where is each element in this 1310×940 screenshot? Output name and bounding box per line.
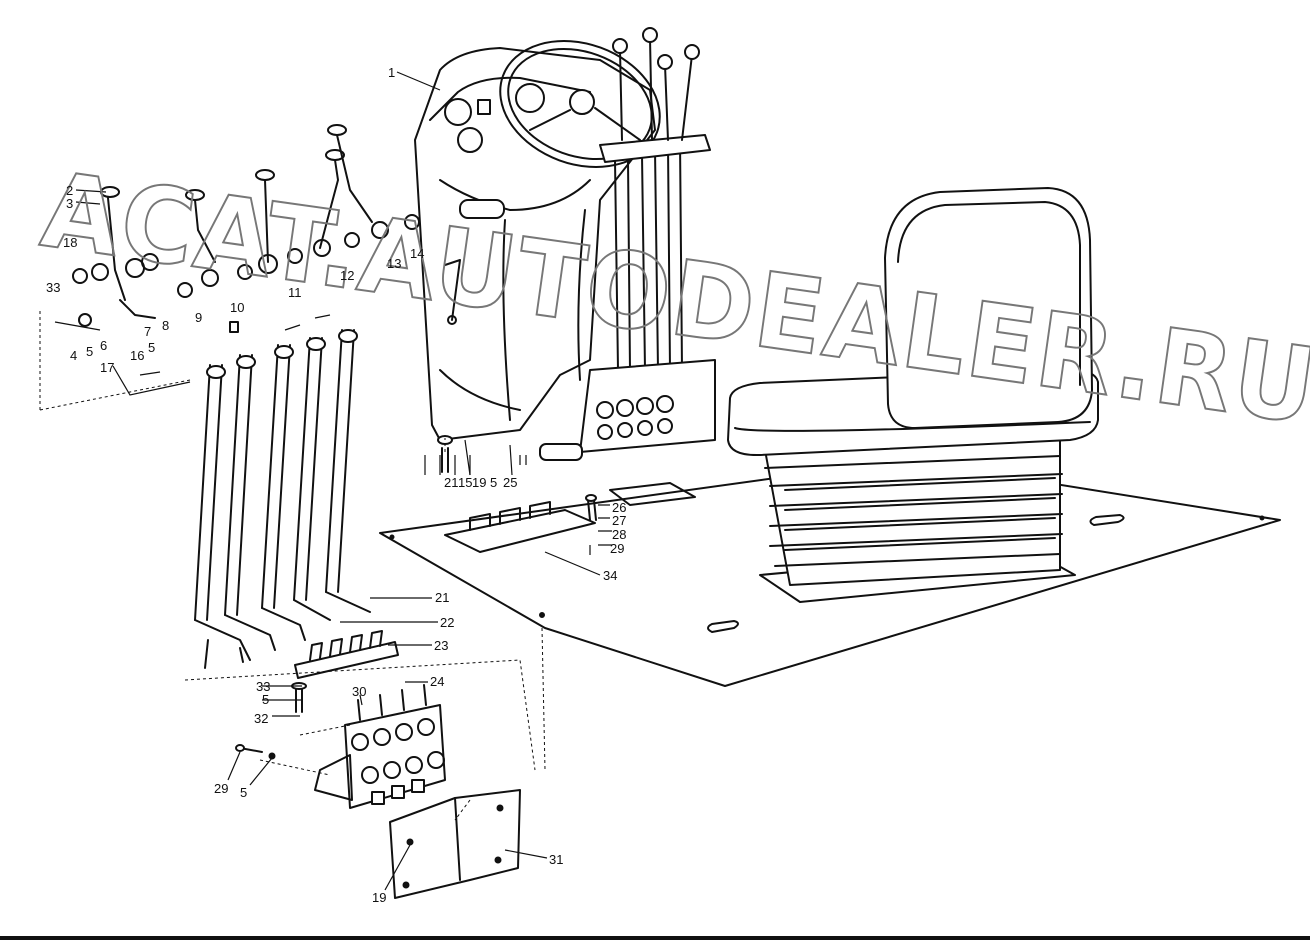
callout-label: 33 — [46, 280, 60, 295]
assembly-lines — [39, 310, 546, 821]
callout-label: 33 — [256, 679, 270, 694]
callout-label: 5 — [240, 785, 247, 800]
bottom-border — [0, 936, 1310, 940]
callout-label: 26 — [612, 500, 626, 515]
callout-label: 29 — [610, 541, 624, 556]
callout-label: 23 — [434, 638, 448, 653]
callout-label: 34 — [603, 568, 617, 583]
callout-label: 14 — [410, 246, 424, 261]
callout-label: 5 — [490, 475, 497, 490]
callout-label: 12 — [340, 268, 354, 283]
steering-console — [414, 27, 716, 461]
callout-label: 7 — [144, 324, 151, 339]
callout-label: 5 — [262, 692, 269, 707]
lever-parts — [54, 124, 597, 899]
callout-label: 6 — [100, 338, 107, 353]
callout-label: 2 — [66, 183, 73, 198]
callout-leaders — [75, 71, 612, 891]
callout-labels: 1 2 3 18 33 4 5 6 7 8 9 10 11 12 13 14 1… — [46, 65, 626, 905]
callout-label: 18 — [63, 235, 77, 250]
callout-label: 19 — [472, 475, 486, 490]
callout-label: 3 — [66, 196, 73, 211]
callout-label: 32 — [254, 711, 268, 726]
callout-label: 21 — [444, 475, 458, 490]
callout-label: 29 — [214, 781, 228, 796]
callout-label: 30 — [352, 684, 366, 699]
callout-label: 4 — [70, 348, 77, 363]
callout-label: 8 — [162, 318, 169, 333]
callout-label: 10 — [230, 300, 244, 315]
callout-label: 5 — [148, 340, 155, 355]
callout-label: 16 — [130, 348, 144, 363]
callout-label: 13 — [387, 256, 401, 271]
callout-label: 11 — [288, 285, 302, 300]
callout-label: 25 — [503, 475, 517, 490]
callout-label: 1 — [388, 65, 395, 80]
callout-label: 9 — [195, 310, 202, 325]
callout-label: 19 — [372, 890, 386, 905]
callout-label: 22 — [440, 615, 454, 630]
callout-label: 28 — [612, 527, 626, 542]
callout-label: 21 — [435, 590, 449, 605]
callout-label: 17 — [100, 360, 114, 375]
control-rods — [194, 329, 358, 621]
callout-label: 31 — [549, 852, 563, 867]
operator-seat — [727, 187, 1099, 603]
callout-label: 15 — [458, 475, 472, 490]
callout-label: 5 — [86, 344, 93, 359]
callout-label: 24 — [430, 674, 444, 689]
callout-label: 27 — [612, 513, 626, 528]
